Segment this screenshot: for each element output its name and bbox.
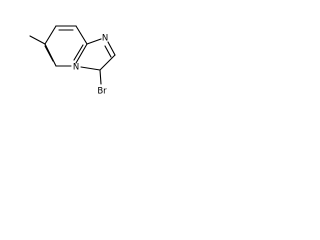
- double-bond-c5-c6: [44, 45, 54, 62]
- structure-diagram: N N Br: [29, 25, 116, 97]
- pyridine-ring: [44, 25, 88, 67]
- bond-c8a-n1: [86, 38, 102, 45]
- methyl-bond: [29, 35, 46, 45]
- atom-labels: N N Br: [73, 34, 108, 97]
- bond-c5-c6: [44, 43, 57, 67]
- substituents: [29, 35, 102, 85]
- nitrogen-imidazole-label: N: [102, 34, 108, 44]
- double-bond-n1-c2: [104, 45, 112, 58]
- bromine-bond: [99, 69, 102, 85]
- nitrogen-bridgehead-label: N: [73, 63, 79, 73]
- double-bond-c8a: [73, 44, 84, 61]
- bond-c2-c3: [99, 54, 116, 71]
- bond-n1-c2: [107, 41, 116, 56]
- imidazole-ring: [80, 38, 116, 71]
- bromine-label: Br: [97, 87, 107, 97]
- bond-c6-c7: [44, 25, 57, 45]
- bond-c7-c8a: [75, 25, 88, 45]
- bond-c8a-n4: [75, 43, 88, 64]
- bond-c3-n4: [80, 66, 101, 71]
